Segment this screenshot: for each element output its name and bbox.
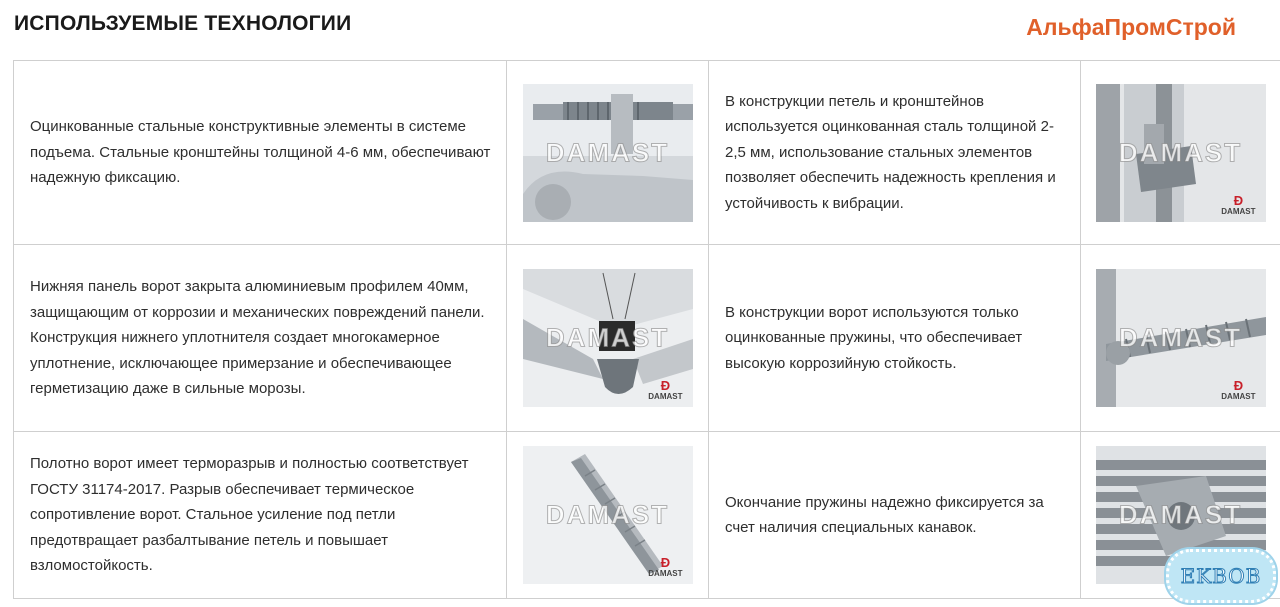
technology-table: Оцинкованные стальные конструктивные эле… [13,60,1280,599]
hinge-bracket-image: DAMAST Ð DAMAST [1095,83,1266,222]
damast-watermark: DAMAST [545,499,670,530]
damast-logo: Ð DAMAST [1221,378,1256,401]
row-3-left-image-cell: DAMAST Ð DAMAST [506,432,708,599]
row-2-right-image-cell: DAMAST Ð DAMAST [1080,245,1280,432]
damast-logo: Ð DAMAST [1221,192,1256,216]
ekbob-badge: EKBOB [1166,549,1276,603]
damast-watermark: DAMAST [1118,322,1243,353]
damast-watermark: DAMAST [545,137,670,168]
row-1-right-text: В конструкции петель и кронштейнов испол… [708,61,1080,245]
damast-logo: Ð DAMAST [648,555,683,578]
page-title: ИСПОЛЬЗУЕМЫЕ ТЕХНОЛОГИИ [14,12,352,35]
damast-watermark: DAMAST [545,322,670,353]
row-1-right-image-cell: DAMAST Ð DAMAST [1080,61,1280,245]
row-2-left-image-cell: DAMAST Ð DAMAST [506,245,708,432]
door-panel-section-image: DAMAST Ð DAMAST [522,446,693,584]
damast-logo: Ð DAMAST [648,378,683,401]
row-3-left-text: Полотно ворот имеет терморазрыв и полнос… [13,432,506,599]
damast-logo-icon: Ð [660,555,671,570]
row-1-left-image-cell: DAMAST [506,61,708,245]
bottom-seal-image: DAMAST Ð DAMAST [522,269,693,407]
damast-logo-icon: Ð [660,378,671,393]
damast-watermark: DAMAST [1118,137,1243,168]
galvanized-spring-image: DAMAST Ð DAMAST [1095,269,1266,407]
row-3-right-text: Окончание пружины надежно фиксируется за… [708,432,1080,599]
damast-logo-icon: Ð [1233,378,1244,393]
row-2-left-text: Нижняя панель ворот закрыта алюминиевым … [13,245,506,432]
row-1-left-text: Оцинкованные стальные конструктивные эле… [13,61,506,245]
damast-watermark: DAMAST [1118,499,1243,530]
brand-logo-text: АльфаПромСтрой [1026,14,1236,40]
lift-mechanism-image: DAMAST [522,83,693,222]
row-2-right-text: В конструкции ворот используются только … [708,245,1080,432]
damast-logo-icon: Ð [1233,192,1244,208]
